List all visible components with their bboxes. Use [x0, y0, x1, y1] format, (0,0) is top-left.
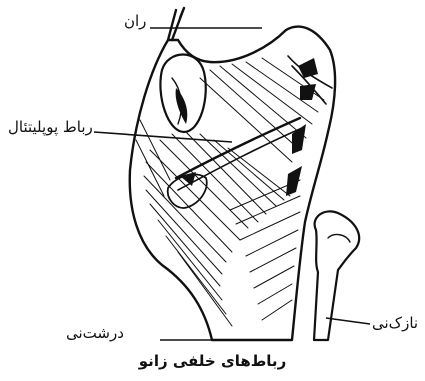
- label-popliteal-ligament: رباط پوپلیتئال: [8, 119, 93, 135]
- muscle-hatching: [144, 132, 300, 326]
- femur-shaft: [168, 8, 184, 40]
- label-fibula: نازک‌نی: [372, 315, 418, 331]
- figure-caption: رباط‌های خلفی زانو: [0, 352, 425, 370]
- tendon-oval: [160, 55, 205, 133]
- shading: [176, 58, 318, 196]
- fibula-bone: [314, 211, 359, 340]
- label-tibia: درشت‌نی: [66, 325, 124, 341]
- label-thigh: ران: [124, 13, 146, 29]
- leader-lines: [94, 28, 370, 340]
